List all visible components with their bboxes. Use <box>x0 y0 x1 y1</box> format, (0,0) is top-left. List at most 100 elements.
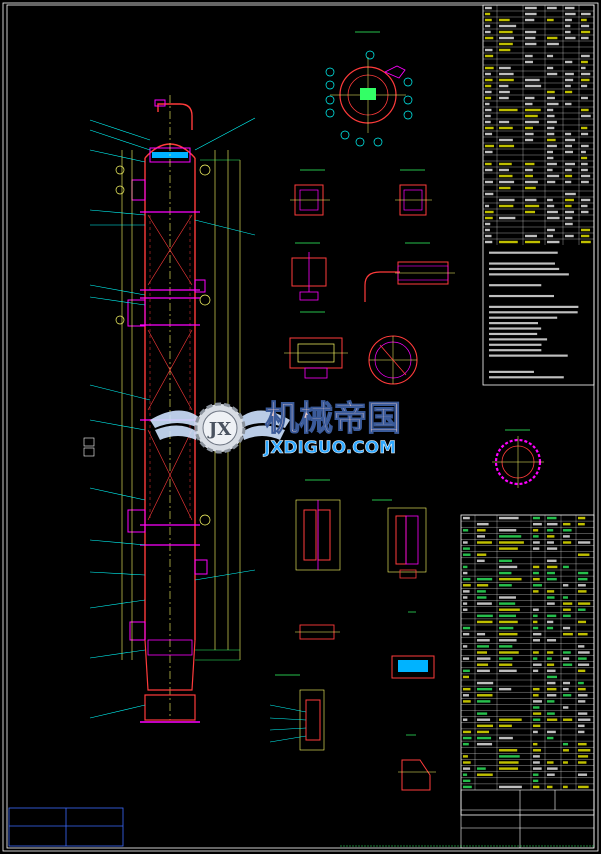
table-cell-glyphs <box>547 663 555 666</box>
table-cell-glyphs <box>499 18 510 22</box>
table-cell-glyphs <box>578 541 591 544</box>
table-cell-glyphs <box>581 96 588 100</box>
watermark-title: 机械帝国 <box>265 399 401 439</box>
table-cell-glyphs <box>477 657 491 660</box>
table-cell-glyphs <box>578 681 584 685</box>
table-cell-glyphs <box>499 755 520 758</box>
table-cell-glyphs <box>563 742 569 746</box>
table-cell-glyphs <box>525 234 537 238</box>
table-cell-glyphs <box>485 168 493 172</box>
table-cell-glyphs <box>547 657 552 660</box>
table-cell-glyphs <box>547 168 553 172</box>
table-cell-glyphs <box>525 132 534 136</box>
table-cell-glyphs <box>563 785 568 789</box>
table-cell-glyphs <box>477 669 490 673</box>
table-cell-glyphs <box>565 90 573 94</box>
table-cell-glyphs <box>525 186 536 190</box>
table-cell-glyphs <box>463 608 468 611</box>
title-block <box>460 789 595 849</box>
table-cell-glyphs <box>485 192 494 196</box>
table-cell-glyphs <box>581 228 591 232</box>
table-cell-glyphs <box>525 102 533 106</box>
table-cell-glyphs <box>499 42 513 46</box>
table-cell-glyphs <box>525 30 537 34</box>
table-cell-glyphs <box>578 602 591 605</box>
table-cell-glyphs <box>525 84 542 88</box>
table-cell-glyphs <box>581 198 591 202</box>
table-cell-glyphs <box>565 30 571 34</box>
table-cell-glyphs <box>477 590 486 593</box>
table-cell-glyphs <box>533 779 539 783</box>
table-cell-glyphs <box>547 54 554 58</box>
table-cell-glyphs <box>477 632 486 636</box>
table-cell-glyphs <box>485 66 494 70</box>
table-cell-glyphs <box>533 516 540 520</box>
table-cell-glyphs <box>463 675 469 679</box>
table-cell-glyphs <box>489 311 578 314</box>
table-cell-glyphs <box>463 694 469 697</box>
table-cell-glyphs <box>565 150 573 154</box>
table-cell-glyphs <box>499 614 517 618</box>
parts-list-table <box>460 514 595 816</box>
table-cell-glyphs <box>581 168 588 172</box>
table-cell-glyphs <box>525 18 535 22</box>
table-cell-glyphs <box>533 657 538 660</box>
table-cell-glyphs <box>525 6 537 10</box>
table-cell-glyphs <box>578 724 585 728</box>
table-cell-glyphs <box>533 694 539 697</box>
table-cell-glyphs <box>463 736 472 740</box>
table-cell-glyphs <box>499 571 512 575</box>
table-cell-glyphs <box>477 712 488 715</box>
table-cell-glyphs <box>547 234 554 238</box>
table-cell-glyphs <box>485 162 492 166</box>
table-cell-glyphs <box>578 590 587 593</box>
table-cell-glyphs <box>581 180 589 184</box>
table-cell-glyphs <box>533 669 539 673</box>
table-cell-glyphs <box>581 150 586 154</box>
gear-logo-icon: JX <box>194 402 246 454</box>
table-cell-glyphs <box>477 742 493 746</box>
table-cell-glyphs <box>547 651 554 654</box>
table-cell-glyphs <box>499 108 518 112</box>
table-cell-glyphs <box>547 6 557 10</box>
watermark-url: JXDIGUO.COM <box>263 438 396 458</box>
table-cell-glyphs <box>533 614 538 618</box>
table-cell-glyphs <box>547 522 558 526</box>
table-cell-glyphs <box>499 645 513 648</box>
table-cell-glyphs <box>533 730 538 734</box>
table-cell-glyphs <box>533 706 540 709</box>
table-cell-glyphs <box>499 516 519 520</box>
table-cell-glyphs <box>578 712 588 715</box>
table-cell-glyphs <box>563 657 570 660</box>
table-cell-glyphs <box>578 730 585 734</box>
table-cell-glyphs <box>485 12 491 16</box>
table-cell-glyphs <box>499 669 517 673</box>
table-cell-glyphs <box>578 755 589 758</box>
table-cell-glyphs <box>563 522 571 526</box>
table-cell-glyphs <box>485 24 491 28</box>
table-cell-glyphs <box>565 192 576 196</box>
table-cell-glyphs <box>463 761 471 764</box>
table-cell-glyphs <box>581 156 588 160</box>
table-cell-glyphs <box>581 204 588 208</box>
table-cell-glyphs <box>499 608 520 611</box>
table-cell-glyphs <box>485 180 493 184</box>
nozzle-orientation-plan <box>325 31 413 147</box>
table-cell-glyphs <box>489 262 555 265</box>
table-cell-glyphs <box>565 210 575 214</box>
table-cell-glyphs <box>581 36 589 40</box>
wing-icon <box>150 410 290 440</box>
table-cell-glyphs <box>525 162 535 166</box>
table-cell-glyphs <box>489 327 542 330</box>
table-cell-glyphs <box>578 522 585 526</box>
table-cell-glyphs <box>477 529 486 532</box>
table-cell-glyphs <box>581 66 586 70</box>
table-cell-glyphs <box>499 78 514 82</box>
table-cell-glyphs <box>463 657 470 660</box>
table-cell-glyphs <box>533 529 539 532</box>
table-cell-glyphs <box>563 565 569 569</box>
table-cell-glyphs <box>547 174 560 178</box>
table-cell-glyphs <box>499 632 518 636</box>
table-cell-glyphs <box>547 675 558 679</box>
table-cell-glyphs <box>489 343 542 346</box>
